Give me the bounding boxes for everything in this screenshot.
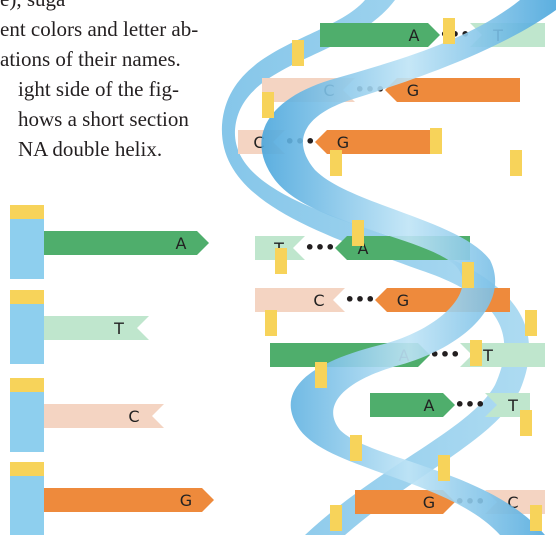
sugar-marker	[352, 220, 364, 246]
base-left-letter: C	[313, 291, 324, 310]
sugar-block	[10, 205, 44, 219]
base-cytosine	[44, 404, 164, 428]
base-left-letter: A	[424, 396, 435, 415]
double-helix: AT•••CG•••CG•••TA•••CG•••AT•••AT•••GC•••	[222, 0, 556, 535]
base-letter: G	[180, 491, 192, 510]
legend-nucleotide-adenine: A	[10, 205, 209, 279]
base-letter: T	[113, 319, 124, 338]
base-right-letter: T	[482, 346, 493, 365]
legend-nucleotide-cytosine: C	[10, 378, 164, 452]
base-letter: A	[176, 234, 187, 253]
backbone-segment	[10, 304, 44, 364]
sugar-marker	[438, 455, 450, 481]
backbone-segment	[10, 392, 44, 452]
hydrogen-bond-dots: •••	[345, 290, 376, 309]
sugar-block	[10, 462, 44, 476]
sugar-marker	[275, 248, 287, 274]
base-left	[320, 23, 440, 47]
hydrogen-bond-dots: •••	[305, 238, 336, 257]
sugar-marker	[462, 262, 474, 288]
base-thymine	[44, 316, 149, 340]
nucleotide-legend: A T C G	[10, 205, 214, 535]
sugar-marker	[330, 505, 342, 531]
sugar-marker	[262, 92, 274, 118]
sugar-marker	[510, 150, 522, 176]
base-right-letter: G	[337, 133, 349, 152]
base-left-letter: G	[423, 493, 435, 512]
sugar-marker	[443, 18, 455, 44]
sugar-marker	[525, 310, 537, 336]
sugar-marker	[530, 505, 542, 531]
base-left	[255, 288, 345, 312]
sugar-marker	[470, 340, 482, 366]
legend-nucleotide-thymine: T	[10, 290, 149, 364]
sugar-block	[10, 378, 44, 392]
sugar-marker	[520, 410, 532, 436]
backbone-segment	[10, 476, 44, 535]
base-letter: C	[128, 407, 139, 426]
sugar-marker	[292, 40, 304, 66]
backbone-segment	[10, 219, 44, 279]
hydrogen-bond-dots: •••	[455, 395, 486, 414]
legend-nucleotide-guanine: G	[10, 462, 214, 535]
sugar-block	[10, 290, 44, 304]
base-left	[370, 393, 455, 417]
base-left-letter: A	[409, 26, 420, 45]
base-pair-7: A T •••	[370, 393, 530, 417]
sugar-marker	[315, 362, 327, 388]
sugar-marker	[350, 435, 362, 461]
sugar-marker	[265, 310, 277, 336]
base-right-letter: G	[407, 81, 419, 100]
base-right-letter: G	[397, 291, 409, 310]
sugar-marker	[330, 150, 342, 176]
sugar-marker	[430, 128, 442, 154]
base-right-letter: T	[507, 396, 518, 415]
